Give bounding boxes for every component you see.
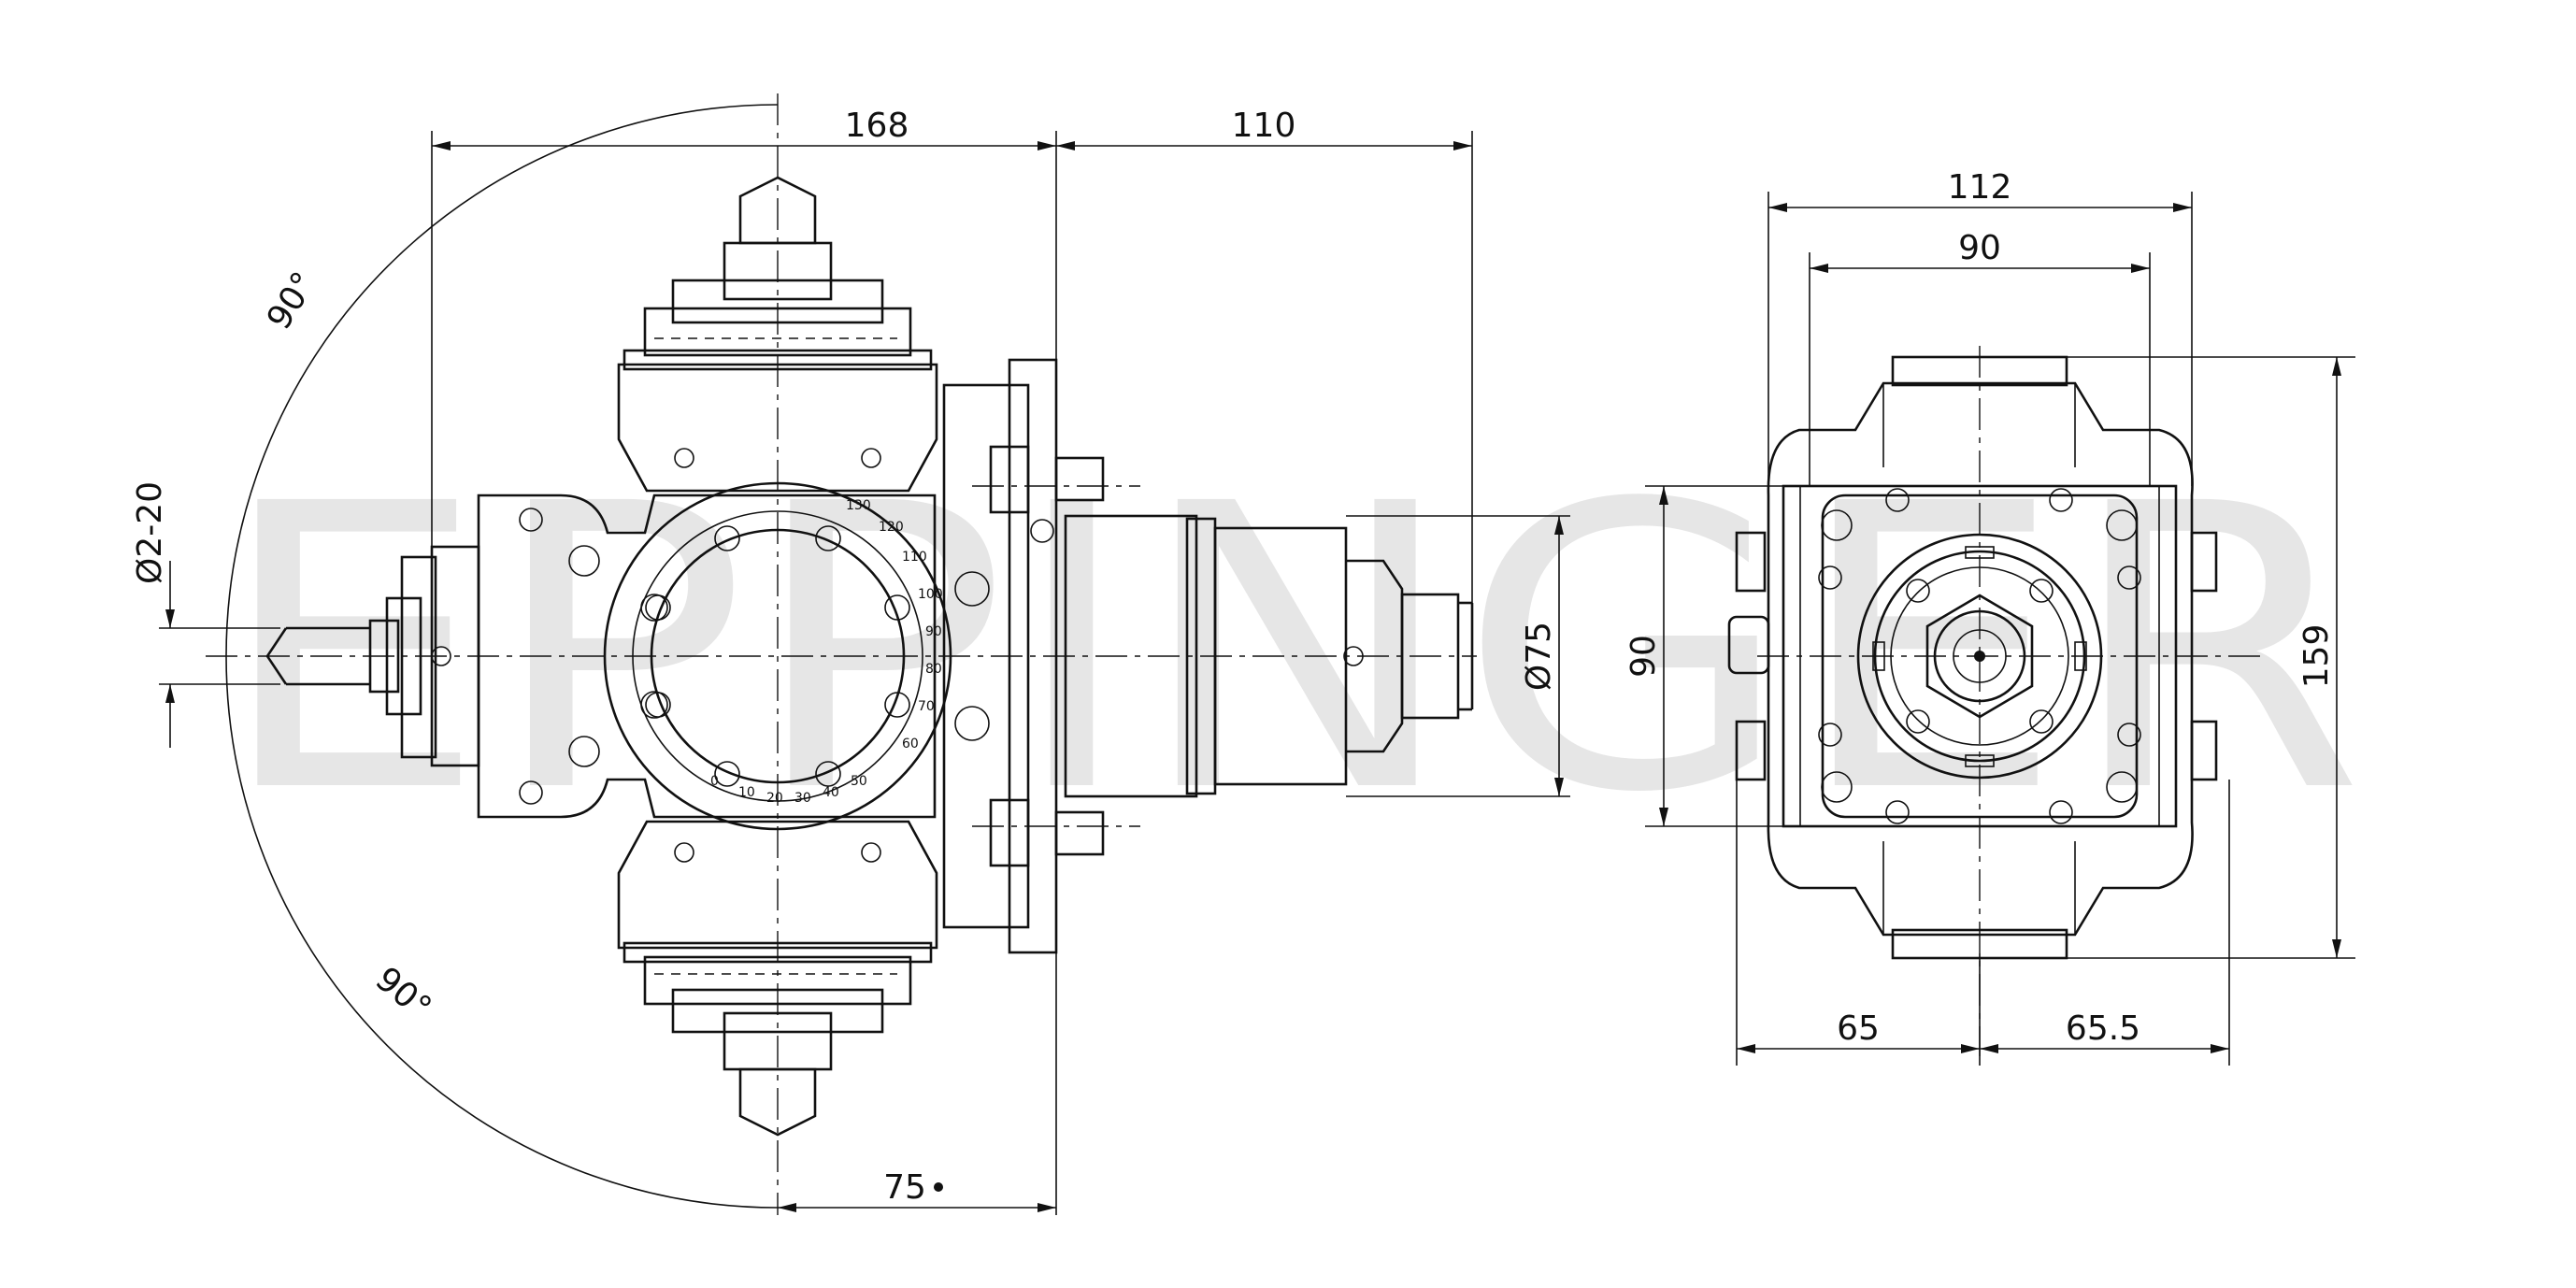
dim-65: 65 [1837, 1009, 1880, 1048]
shank [1064, 514, 1474, 798]
swivel-disc [603, 481, 952, 831]
asterisk-mark [934, 1182, 943, 1192]
right-view: 112 90 90 159 65 65.5 [1624, 168, 2355, 1066]
dim-110: 110 [1232, 107, 1296, 145]
angle-bottom: 90° [368, 960, 438, 1027]
bottom-toolholder [617, 820, 938, 1137]
scale-label: 60 [902, 737, 919, 751]
scale-label: 70 [918, 699, 935, 714]
scale-label: 110 [902, 550, 927, 565]
dim-diameter-75: Ø75 [1520, 622, 1558, 691]
scale-label: 50 [851, 774, 867, 789]
dim-65-5: 65.5 [2066, 1009, 2140, 1048]
scale-label: 100 [918, 587, 943, 602]
watermark: EPPINGER [215, 422, 2365, 879]
dim-90-height: 90 [1624, 635, 1663, 678]
scale-label: 120 [879, 520, 904, 535]
top-toolholder [617, 176, 938, 493]
scale-label: 130 [846, 498, 871, 513]
dim-75-star: 75 [883, 1168, 926, 1207]
left-view: 0 10 20 30 40 50 60 70 80 90 100 110 120… [131, 93, 1570, 1215]
scale-label: 90 [925, 624, 942, 639]
scale-label: 20 [766, 791, 783, 806]
left-spindle [265, 555, 451, 759]
angle-scale: 0 10 20 30 40 50 60 70 80 90 100 110 120… [710, 498, 943, 806]
dim-168: 168 [845, 107, 909, 145]
scale-label: 0 [710, 774, 719, 789]
dim-112: 112 [1948, 168, 2012, 207]
front-plate [1782, 484, 2178, 828]
dim-159: 159 [2297, 624, 2336, 689]
scale-label: 10 [738, 785, 755, 800]
dim-90-width: 90 [1958, 229, 2001, 267]
scale-label: 80 [925, 662, 942, 677]
main-housing [477, 494, 937, 819]
spindle-ring-outer [1856, 533, 2103, 780]
scale-label: 40 [823, 785, 839, 800]
angle-top: 90° [260, 265, 324, 336]
dim-collet-range: Ø2-20 [131, 481, 169, 584]
scale-label: 30 [794, 791, 811, 806]
collet-nut [1925, 594, 2034, 719]
